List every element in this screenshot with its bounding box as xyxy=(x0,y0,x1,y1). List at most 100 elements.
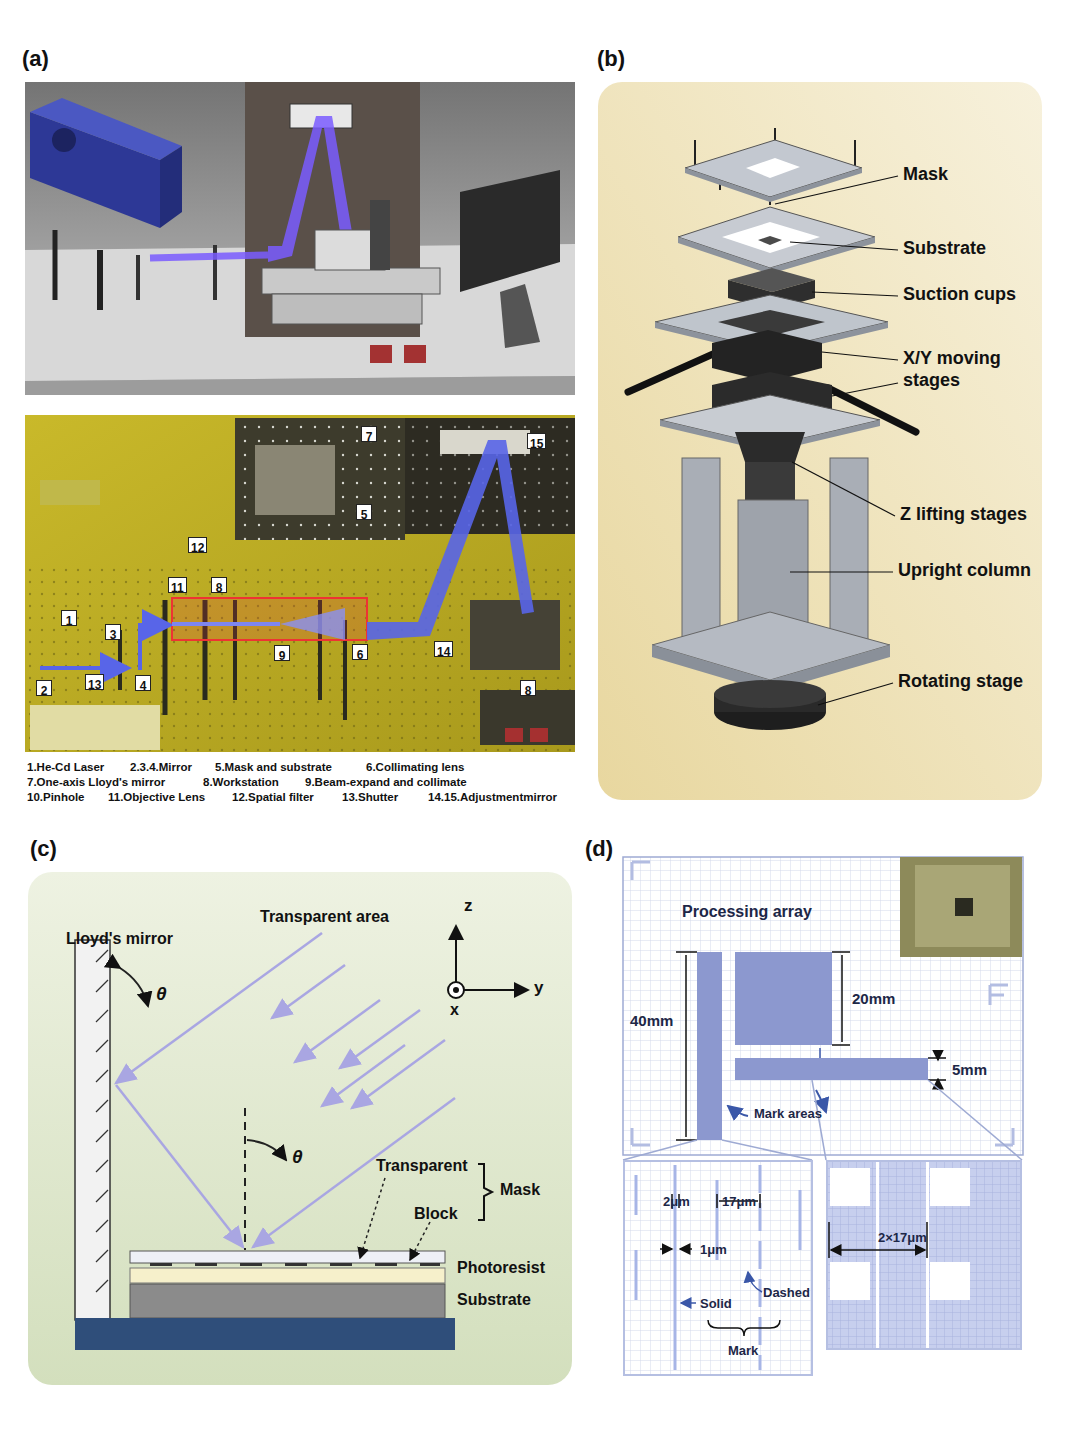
array-panel-g-rect xyxy=(830,1262,870,1300)
array-panel-g-line xyxy=(759,1165,762,1370)
figure-label: Transparent area xyxy=(260,907,389,926)
array-panel-g-path xyxy=(990,985,1008,1005)
array-panel-g-line xyxy=(928,1057,946,1059)
lloyd-panel-rect xyxy=(130,1268,445,1283)
figure-label: z xyxy=(464,896,473,916)
figure-label: Substrate xyxy=(457,1290,531,1309)
lloyd-panel-g-line xyxy=(272,965,345,1018)
array-panel-g-line xyxy=(928,1080,1022,1160)
figure-label: Substrate xyxy=(903,238,986,260)
stage-panel-line xyxy=(628,350,722,392)
lloyd-panel-g-line xyxy=(96,1280,108,1292)
callout-number: 8 xyxy=(216,581,223,595)
lloyd-panel-rect xyxy=(75,940,110,1320)
stage-panel-polygon xyxy=(735,432,805,462)
figure-label: 20mm xyxy=(852,990,895,1008)
figure-label: Block xyxy=(414,1204,458,1223)
lab-photo-polyline xyxy=(140,625,170,670)
lloyd-panel-g-line xyxy=(96,1130,108,1142)
lab-photo-rect xyxy=(30,705,160,750)
array-panel-g-line xyxy=(722,1140,812,1160)
dimension-text: Mark xyxy=(728,1343,758,1359)
lloyd-panel-line xyxy=(360,1178,385,1258)
figure-label: Mark areas xyxy=(754,1106,822,1122)
lloyd-panel-g-line xyxy=(96,1160,108,1172)
figure-label: 14.15.Adjustmentmirror xyxy=(428,791,557,805)
stage-panel-g-line xyxy=(790,571,893,572)
array-panel xyxy=(623,857,1023,1376)
lloyd-panel-g-rect xyxy=(420,1263,440,1266)
figure-label: (a) xyxy=(22,46,49,72)
lab-photo-rect xyxy=(25,415,575,752)
stage-panel-g-line xyxy=(822,352,898,360)
stage-panel-rect xyxy=(830,458,868,642)
array-panel-g-rect xyxy=(930,1262,970,1300)
array-panel-rect xyxy=(955,898,973,916)
callout-box: 14 xyxy=(434,641,453,657)
render-photo-line xyxy=(136,255,140,300)
dimension-text: Solid xyxy=(700,1296,732,1312)
array-panel-g-line xyxy=(680,1248,692,1250)
callout-number: 15 xyxy=(530,437,543,451)
stage-panel-polygon xyxy=(685,140,862,197)
lloyd-panel-rect xyxy=(75,1318,455,1350)
figure-label: 13.Shutter xyxy=(342,791,398,805)
array-panel-g-rect xyxy=(876,1160,879,1350)
array-panel-g-line xyxy=(676,951,697,953)
callout-number: 3 xyxy=(110,628,117,642)
figure-label: 7.One-axis Lloyd's mirror xyxy=(27,776,165,790)
lab-photo-rect xyxy=(480,690,575,745)
callout-box: 8 xyxy=(211,577,227,593)
dimension-text: 2μm xyxy=(663,1194,690,1210)
callout-number: 2 xyxy=(41,684,48,698)
array-panel-g-rect xyxy=(735,1058,928,1080)
figure-label: (b) xyxy=(597,46,625,72)
lloyd-panel-rect xyxy=(28,872,572,1385)
array-panel-line xyxy=(850,1249,905,1251)
lloyd-panel-line xyxy=(410,1222,430,1260)
array-panel-g-path xyxy=(632,1128,650,1145)
array-panel-g xyxy=(632,862,1013,1145)
array-panel-path xyxy=(728,1106,748,1116)
lab-photo-line xyxy=(172,622,280,626)
lloyd-panel-g-rect xyxy=(240,1263,262,1266)
render-photo-polygon xyxy=(25,376,575,395)
stage-panel-g-line xyxy=(812,292,898,296)
lloyd-panel-g-line xyxy=(96,1070,108,1082)
figure-label: 5.Mask and substrate xyxy=(215,761,332,775)
render-photo-polygon xyxy=(30,98,182,160)
lab-photo-rect xyxy=(235,418,405,540)
figure-label: Rotating stage xyxy=(898,671,1023,693)
array-panel-g-path xyxy=(995,1128,1013,1145)
array-panel-rect xyxy=(915,865,1010,947)
stage-panel-g-line xyxy=(832,383,898,396)
figure-label: 10.Pinhole xyxy=(27,791,85,805)
figure-label: 40mm xyxy=(630,1012,673,1030)
lab-photo-rect xyxy=(172,598,367,640)
figure-label: Mask xyxy=(903,164,948,186)
array-panel-g-rect xyxy=(830,1168,870,1206)
callout-number: 14 xyxy=(437,645,450,659)
render-photo-polygon xyxy=(160,146,182,228)
figure-label: 8.Workstation xyxy=(203,776,279,790)
render-photo-rect xyxy=(272,294,422,324)
stage-panel xyxy=(598,82,1042,800)
zoom-box: 2μm17μm1μmSolidDashedMark xyxy=(623,1160,813,1376)
array-panel-g-line xyxy=(623,1140,697,1160)
callout-box: 6 xyxy=(352,644,368,660)
dimension-text: Dashed xyxy=(763,1285,810,1301)
lloyd-panel-g-line xyxy=(96,1100,108,1112)
figure-label: X/Y moving stages xyxy=(903,348,1028,391)
lloyd-panel-line xyxy=(244,1108,246,1250)
lloyd-panel-g-rect xyxy=(330,1263,352,1266)
array-panel-g-line xyxy=(681,1302,696,1304)
callout-box: 12 xyxy=(188,537,207,553)
lab-photo xyxy=(25,415,575,752)
array-panel-g-line xyxy=(660,1248,672,1250)
render-photo-polygon xyxy=(500,284,540,348)
dimension-text: 2×17μm xyxy=(878,1230,927,1246)
lloyd-panel-g-line xyxy=(96,980,108,992)
stage-panel-g-line xyxy=(818,683,893,705)
stage-panel-polygon xyxy=(722,222,820,253)
lloyd-panel-g-rect xyxy=(375,1263,397,1266)
